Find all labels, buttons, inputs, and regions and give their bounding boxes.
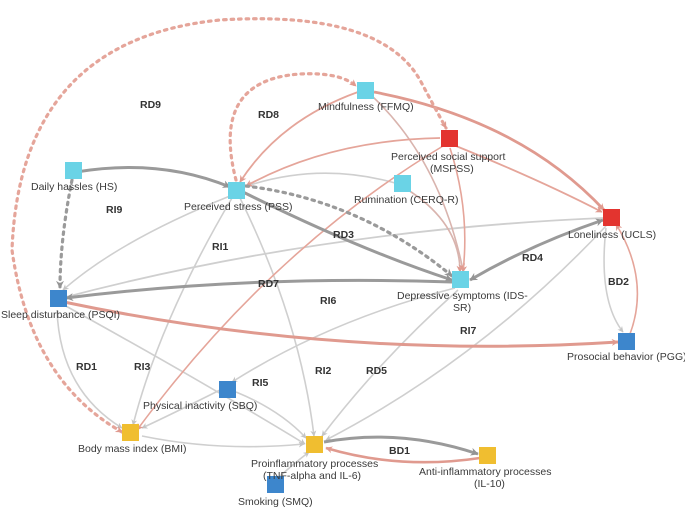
edge-sbq-tnf xyxy=(235,391,307,439)
label-ids-line1: Depressive symptoms (IDS- xyxy=(397,290,528,302)
edge-pgg-ucls xyxy=(615,223,639,335)
node-hs[interactable] xyxy=(65,162,82,179)
edge-psqi-tnf xyxy=(63,304,306,445)
edge-label-rd5: RD5 xyxy=(366,365,387,377)
edge-label-rd4: RD4 xyxy=(522,252,543,264)
node-smq[interactable] xyxy=(267,476,284,493)
edge-tnf-il10 xyxy=(323,435,479,456)
edge-il10-tnf xyxy=(325,446,481,464)
label-psqi: Sleep disturbance (PSQI) xyxy=(1,309,120,321)
label-smq: Smoking (SMQ) xyxy=(238,496,313,508)
edge-ffmq-ucls xyxy=(373,90,606,211)
edge-ids-tnf xyxy=(321,289,459,437)
label-il10-line2: (IL-10) xyxy=(474,478,505,490)
edge-label-ri1: RI1 xyxy=(212,241,229,253)
edge-label-rd1: RD1 xyxy=(76,361,97,373)
edge-ucls-pgg xyxy=(603,227,624,333)
node-tnf[interactable] xyxy=(306,436,323,453)
label-tnf-line2: (TNF-alpha and IL-6) xyxy=(263,470,361,482)
node-bmi[interactable] xyxy=(122,424,139,441)
edge-ucls-ids xyxy=(469,218,604,282)
edge-dotted-hs-psqi xyxy=(56,178,74,290)
edge-psqi-bmi xyxy=(56,309,123,429)
edge-label-bd2: BD2 xyxy=(608,276,629,288)
node-mspss[interactable] xyxy=(441,130,458,147)
edges xyxy=(10,17,639,479)
nodes xyxy=(50,82,635,493)
edge-label-ri6: RI6 xyxy=(320,295,337,307)
node-ucls[interactable] xyxy=(603,209,620,226)
edge-label-rd3: RD3 xyxy=(333,229,354,241)
label-il10-line1: Anti-inflammatory processes xyxy=(419,466,551,478)
edge-psqi-pgg xyxy=(63,300,619,348)
node-labels: Mindfulness (FFMQ) Perceived social supp… xyxy=(1,101,685,508)
edge-label-ri7: RI7 xyxy=(460,325,477,337)
node-ffmq[interactable] xyxy=(357,82,374,99)
label-cerq: Rumination (CERQ-R) xyxy=(354,194,458,206)
label-mspss-line1: Perceived social support xyxy=(391,151,505,163)
label-pss: Perceived stress (PSS) xyxy=(184,201,293,213)
edge-dotted-rd9 xyxy=(10,17,448,434)
node-pgg[interactable] xyxy=(618,333,635,350)
node-ids[interactable] xyxy=(452,271,469,288)
label-mspss-line2: (MSPSS) xyxy=(430,163,474,175)
node-pss[interactable] xyxy=(228,182,245,199)
label-pgg: Prosocial behavior (PGG) xyxy=(567,351,685,363)
edge-label-ri2: RI2 xyxy=(315,365,332,377)
edge-smq-tnf xyxy=(277,451,310,479)
edge-mspss-ids xyxy=(449,147,468,273)
label-ffmq: Mindfulness (FFMQ) xyxy=(318,101,414,113)
label-tnf-line1: Proinflammatory processes xyxy=(251,458,378,470)
node-psqi[interactable] xyxy=(50,290,67,307)
edge-label-ri9: RI9 xyxy=(106,204,123,216)
edge-label-ri3: RI3 xyxy=(134,361,151,373)
edge-bmi-tnf xyxy=(141,435,305,448)
node-sbq[interactable] xyxy=(219,381,236,398)
node-cerq[interactable] xyxy=(394,175,411,192)
label-sbq: Physical inactivity (SBQ) xyxy=(143,400,257,412)
label-ucls: Loneliness (UCLS) xyxy=(568,229,656,241)
node-il10[interactable] xyxy=(479,447,496,464)
edge-mspss-ucls xyxy=(455,145,603,213)
edge-label-bd1: BD1 xyxy=(389,445,410,457)
label-hs: Daily hassles (HS) xyxy=(31,181,117,193)
edge-label-rd9: RD9 xyxy=(140,99,161,111)
label-ids-line2: SR) xyxy=(453,302,471,314)
edge-label-rd7: RD7 xyxy=(258,278,279,290)
edge-label-ri5: RI5 xyxy=(252,377,269,389)
label-bmi: Body mass index (BMI) xyxy=(78,443,187,455)
edge-label-rd8: RD8 xyxy=(258,109,279,121)
edge-dotted-rd8 xyxy=(228,72,358,182)
edge-labels: RD9 RD8 RI9 RI1 RD3 RD4 RD7 RI6 BD2 RI7 … xyxy=(76,99,629,457)
